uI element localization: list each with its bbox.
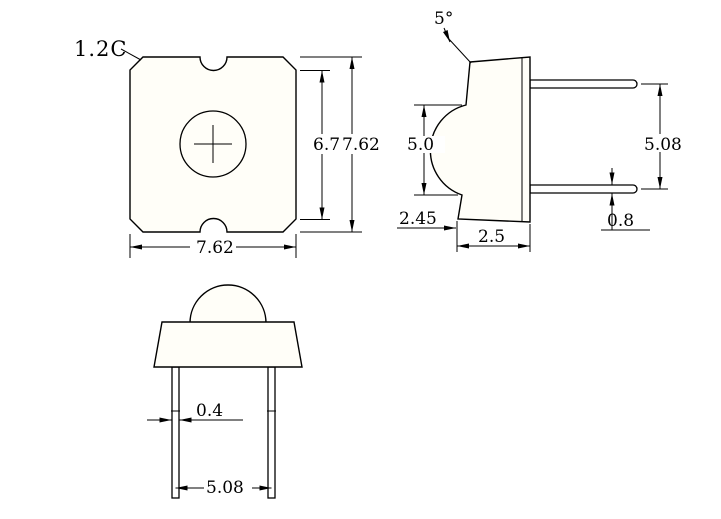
- top-lead-pin: [529, 79, 638, 89]
- dome-outline: [189, 284, 267, 324]
- dim-label-dome-diameter: 5.0: [407, 135, 434, 155]
- dim-label-pin-width: 0.4: [196, 401, 223, 421]
- dim-heights-right: 6.7 7.62: [300, 56, 382, 233]
- chamfer-leader-line: [120, 48, 142, 61]
- right-lead-pin: [267, 366, 276, 499]
- dim-label-body-depth: 2.5: [478, 227, 505, 247]
- dim-label-pin-thickness: 0.8: [607, 211, 634, 231]
- side-view: 5° 5.0 2.45 2.5: [397, 9, 690, 252]
- dim-pin-pitch-side: 5.08: [641, 83, 690, 190]
- angle-extension-line: [447, 37, 472, 64]
- dim-label-pin-pitch: 5.08: [644, 135, 682, 155]
- dim-label-inner-height: 6.7: [313, 135, 340, 155]
- body-outline: [153, 321, 303, 368]
- top-view: 1.2C 6.7 7.62 7.62: [74, 37, 382, 258]
- dim-label-draft-angle: 5°: [434, 9, 453, 29]
- dim-dome-diameter: 5.0: [403, 104, 462, 196]
- label-mask: [403, 136, 445, 153]
- dim-label-overall-width: 7.62: [196, 238, 234, 258]
- chamfer-label: 1.2C: [74, 37, 127, 61]
- label-mask: [190, 238, 236, 256]
- dim-pin-thickness: 0.8: [601, 168, 650, 231]
- dim-label-dome-offset: 2.45: [399, 209, 437, 229]
- dim-label-pin-pitch: 5.08: [206, 478, 244, 498]
- front-view: 0.4 5.08: [147, 284, 303, 499]
- center-hole-circle: [179, 110, 247, 178]
- label-mask: [204, 479, 252, 496]
- dim-label-overall-height: 7.62: [342, 135, 380, 155]
- dim-width-bottom: 7.62: [129, 234, 297, 258]
- dim-pin-pitch-front: 5.08: [175, 478, 272, 498]
- dim-pin-width: 0.4: [147, 401, 243, 423]
- bottom-lead-pin: [529, 184, 638, 194]
- label-mask: [642, 134, 690, 152]
- dim-body-depth: 2.5: [456, 221, 531, 252]
- left-lead-pin: [171, 366, 180, 499]
- dim-draft-angle: 5°: [434, 9, 472, 64]
- label-mask: [310, 134, 382, 154]
- package-body-outline: [429, 56, 531, 223]
- dim-dome-offset: 2.45: [397, 209, 456, 231]
